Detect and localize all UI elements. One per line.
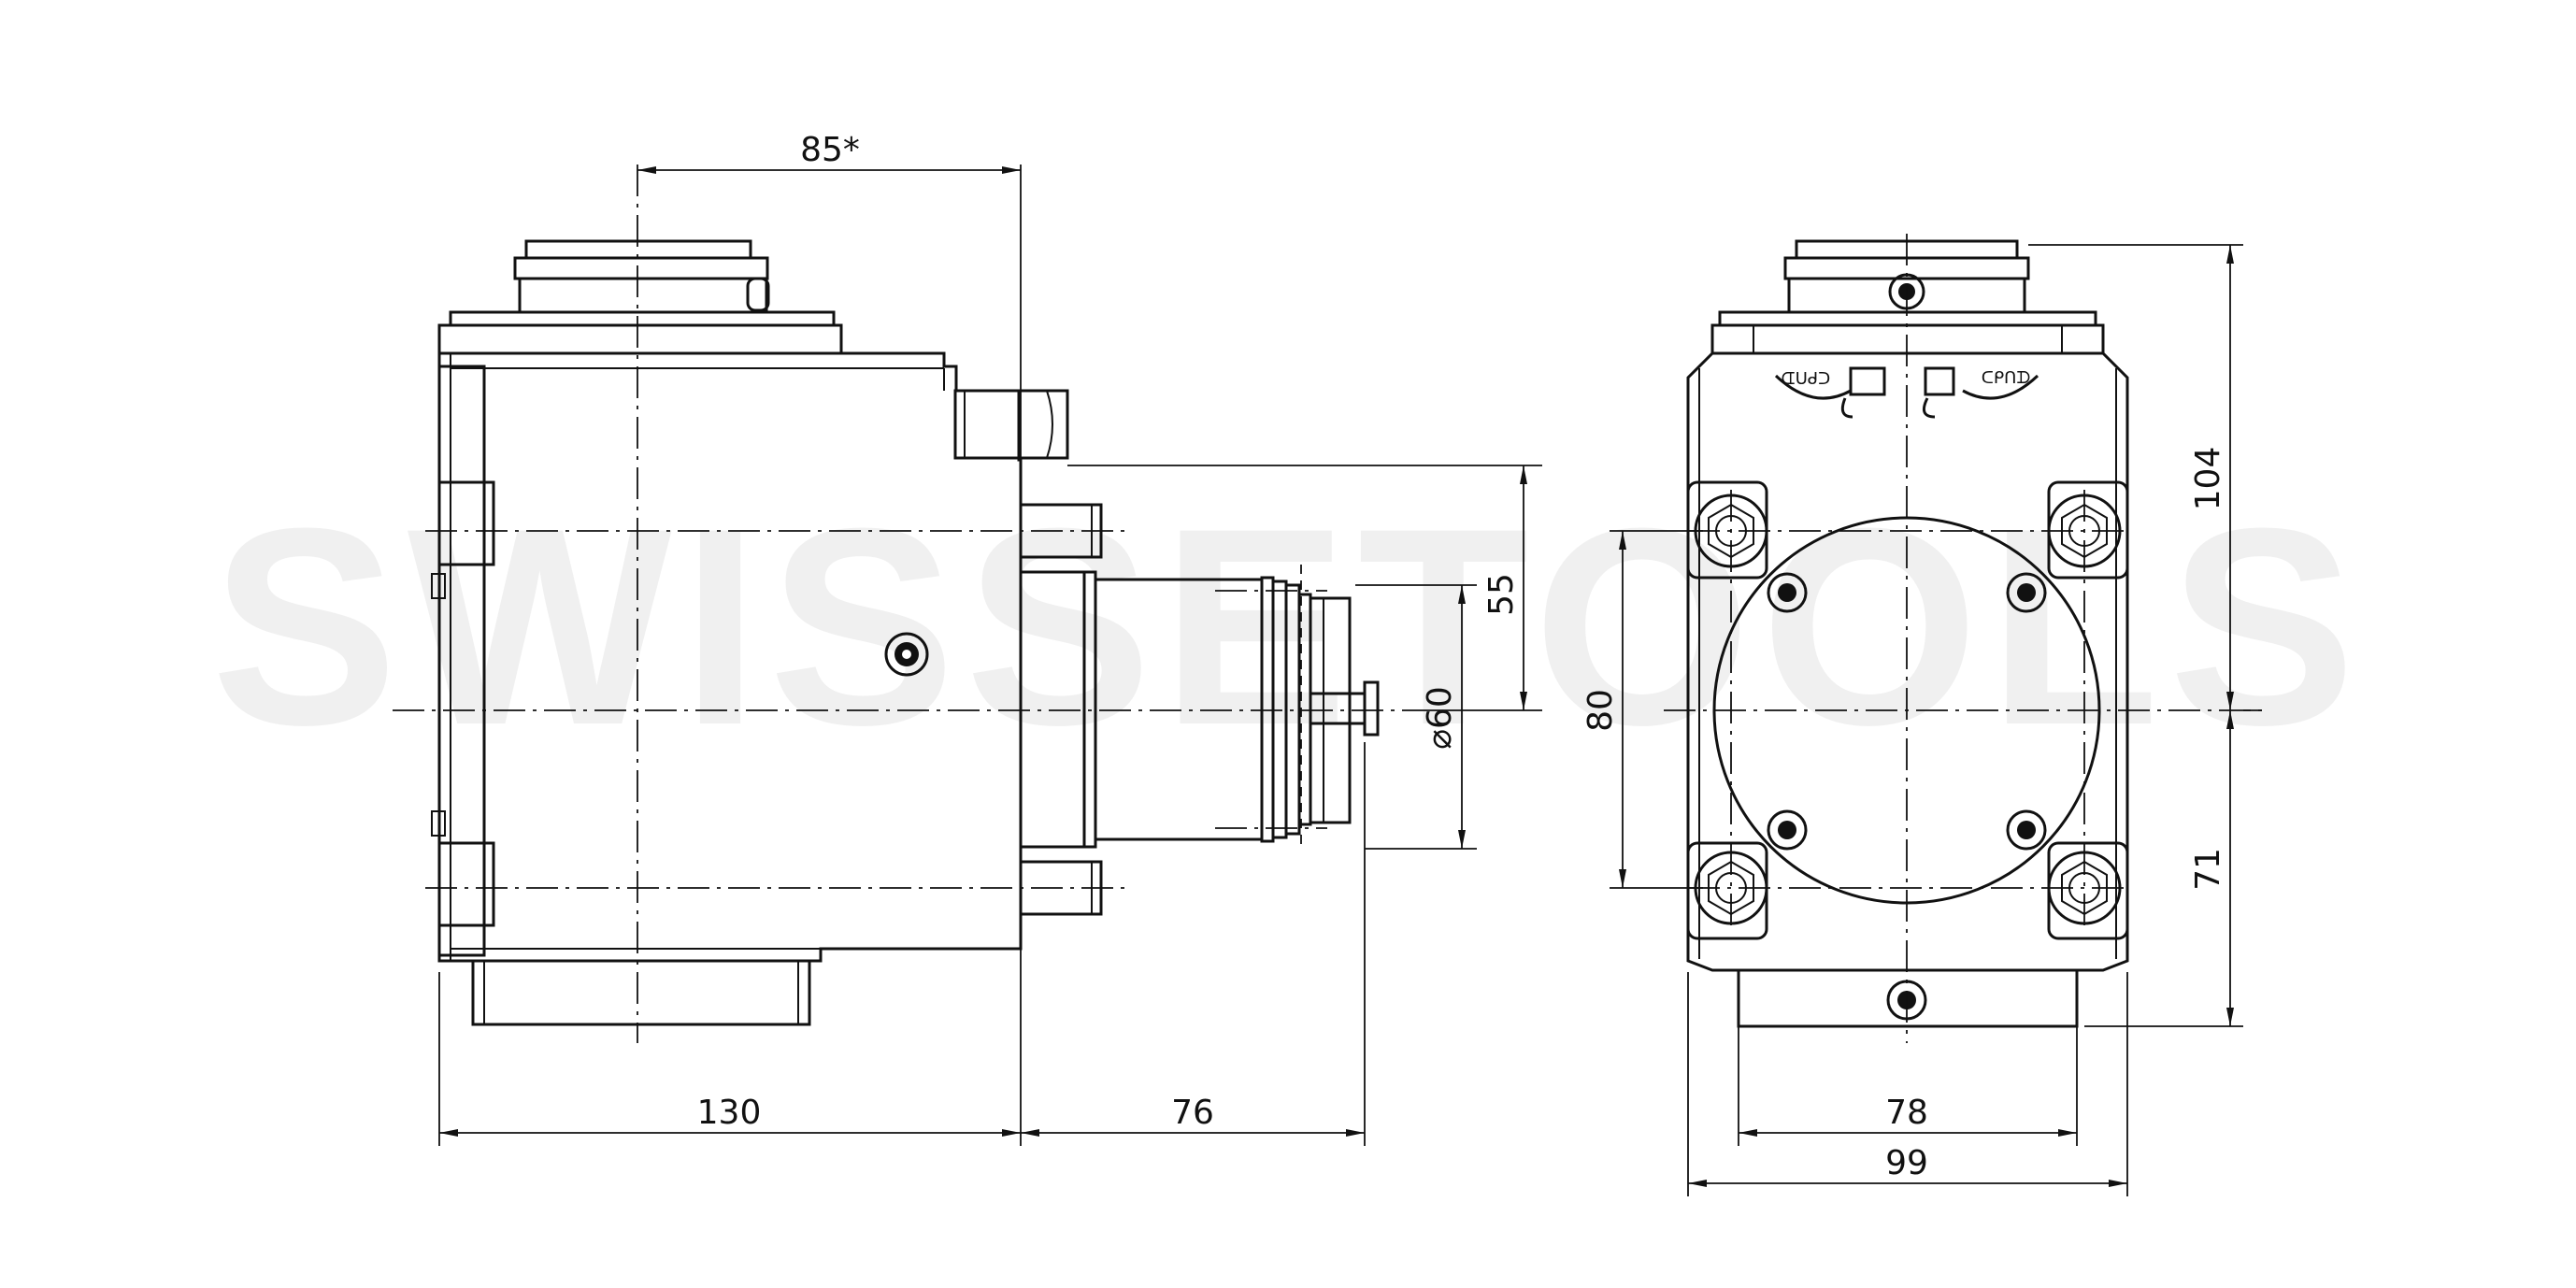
dim-76-label: 76: [1171, 1094, 1214, 1132]
front-center-lines: [1664, 234, 2262, 1043]
dim-78-label: 78: [1885, 1094, 1928, 1132]
side-center-lines: [393, 165, 1402, 1043]
dim-71-label: 71: [2189, 848, 2227, 891]
bolt-heads: [1694, 494, 2122, 925]
rotation-symbols: [1774, 366, 2039, 419]
side-view: 85* 130 76 55 ⌀60: [393, 131, 1542, 1146]
front-dimensions: [1610, 244, 2262, 1196]
dim-85-label: 85*: [800, 131, 860, 169]
dim-130-label: 130: [697, 1094, 762, 1132]
rotation-label-right: ᑕᑭᑎᗪ: [1982, 368, 2031, 388]
dim-80-label: 80: [1581, 689, 1620, 732]
bottom-shank: [471, 959, 811, 1026]
watermark: SWISSETOOLS: [210, 469, 2366, 783]
dim-diameter-60-label: ⌀60: [1421, 686, 1459, 749]
set-screw: [884, 632, 929, 677]
top-spindle-collar: [437, 239, 843, 355]
dim-104-label: 104: [2189, 447, 2227, 511]
front-view: ᑕᑭᑎᗪ ᑕᑭᑎᗪ 80 104 71: [1581, 234, 2262, 1196]
dim-55-label: 55: [1482, 573, 1521, 616]
dim-99-label: 99: [1885, 1144, 1928, 1182]
main-housing: [431, 351, 1069, 963]
motor-adapter: [1019, 570, 1380, 849]
rotation-label-left: ᑕᑭᑎᗪ: [1782, 367, 1831, 387]
front-bottom-shank: [1737, 968, 2079, 1028]
side-dimensions: [438, 165, 1542, 1146]
locating-pins: [1019, 503, 1103, 916]
